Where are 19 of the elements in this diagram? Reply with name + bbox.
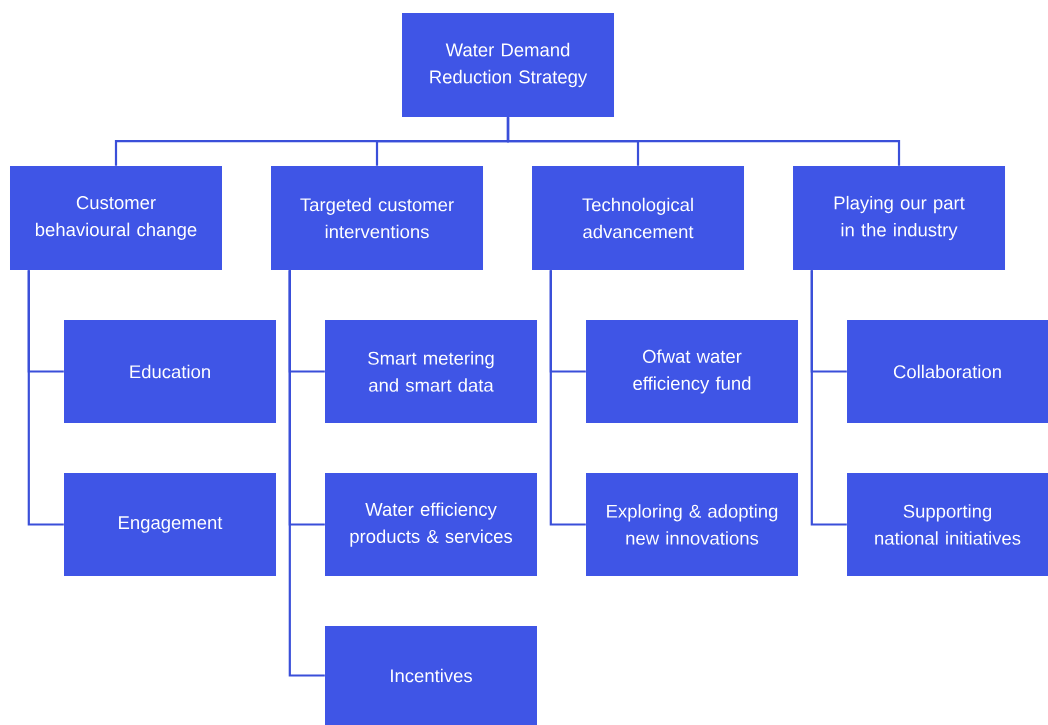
item-box: Smart metering and smart data bbox=[325, 320, 537, 423]
connector-line bbox=[27, 270, 64, 526]
connector-line bbox=[810, 270, 847, 526]
item-box: Supporting national initiatives bbox=[847, 473, 1048, 576]
category-box: Customer behavioural change bbox=[10, 166, 222, 270]
item-box: Collaboration bbox=[847, 320, 1048, 423]
item-box: Engagement bbox=[64, 473, 276, 576]
category-box: Technological advancement bbox=[532, 166, 744, 270]
item-box: Exploring & adopting new innovations bbox=[586, 473, 798, 576]
root-box: Water Demand Reduction Strategy bbox=[402, 13, 614, 117]
connector-line bbox=[549, 270, 586, 526]
connector-line bbox=[506, 117, 901, 166]
category-box: Targeted customer interventions bbox=[271, 166, 483, 270]
category-box: Playing our part in the industry bbox=[793, 166, 1005, 270]
item-box: Water efficiency products & services bbox=[325, 473, 537, 576]
item-box: Incentives bbox=[325, 626, 537, 725]
connector-line bbox=[288, 270, 325, 677]
item-box: Ofwat water efficiency fund bbox=[586, 320, 798, 423]
item-box: Education bbox=[64, 320, 276, 423]
